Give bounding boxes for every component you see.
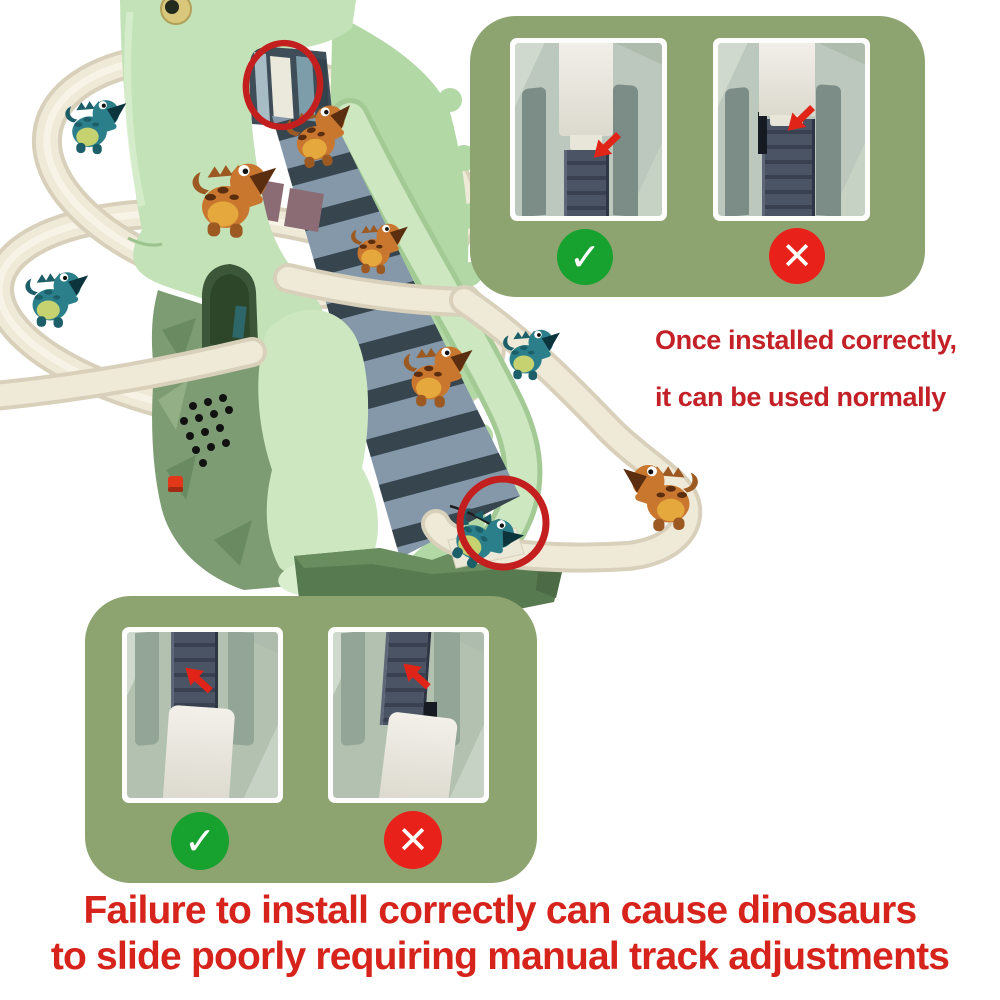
wrong-install-photo (333, 632, 484, 798)
track-rail (725, 86, 749, 216)
instruction-panel-top: ✓ ✕ (470, 16, 925, 297)
inset-correct-install-bottom (122, 627, 283, 803)
wrong-install-photo (718, 43, 865, 216)
speaker-grille (180, 394, 233, 467)
teal-dino-figure (25, 272, 89, 328)
check-icon: ✓ (171, 812, 229, 870)
warning-text: Failure to install correctly can cause d… (0, 888, 1000, 980)
track-rail (613, 83, 639, 216)
slide-channel (379, 711, 459, 798)
staircase (244, 116, 520, 558)
cross-glyph: ✕ (397, 818, 429, 862)
instruction-panel-bottom: ✓ ✕ (85, 596, 537, 883)
stair-side-patch (284, 188, 324, 232)
annotation-circle-bottom (456, 475, 550, 571)
check-glyph: ✓ (569, 235, 601, 279)
cross-glyph: ✕ (781, 234, 813, 278)
inset-correct-install-top (510, 38, 667, 221)
correct-install-photo (127, 632, 278, 798)
track-rail (522, 86, 546, 216)
inset-wrong-install-top (713, 38, 870, 221)
inset-wrong-install-bottom (328, 627, 489, 803)
note-line-2: it can be used normally (655, 382, 946, 412)
check-icon: ✓ (557, 229, 613, 285)
ladder-track (762, 119, 815, 216)
cross-icon: ✕ (384, 811, 442, 869)
misalignment-gap (757, 112, 767, 154)
track-rail (816, 83, 842, 216)
note-text: Once installed correctly, it can be used… (655, 312, 957, 426)
correct-install-photo (515, 43, 662, 216)
track-rail (134, 632, 159, 747)
power-button (168, 476, 183, 490)
note-line-1: Once installed correctly, (655, 325, 957, 355)
slide-channel (559, 43, 614, 150)
warning-line-2: to slide poorly requiring manual track a… (50, 935, 950, 978)
warning-line-1: Failure to install correctly can cause d… (83, 889, 918, 932)
track-front-upper (273, 263, 479, 317)
check-glyph: ✓ (184, 819, 216, 863)
slide-channel (162, 704, 236, 798)
track-rail (340, 632, 365, 747)
cross-icon: ✕ (769, 228, 825, 284)
annotation-circle-top (242, 39, 324, 131)
track-front-lower (0, 337, 267, 411)
